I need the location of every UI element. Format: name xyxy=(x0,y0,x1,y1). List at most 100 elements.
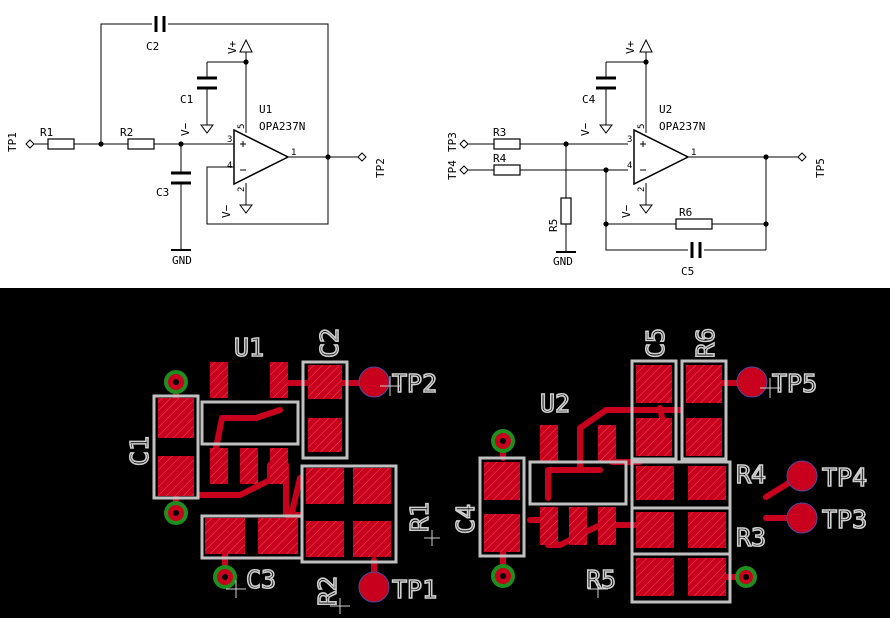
sch-label-u1: U1 xyxy=(259,103,272,116)
pcb-r3-pad-1 xyxy=(636,512,674,548)
sch-tp5-marker xyxy=(797,152,807,162)
pcb-c3-outline xyxy=(200,514,304,560)
pcb-tp5-pad xyxy=(736,366,768,398)
pcb-r2-pad-1 xyxy=(306,521,344,557)
pcb-c1-outline xyxy=(152,394,200,500)
sch-tp1-marker xyxy=(25,139,35,149)
sch-u1-pin3: 3 xyxy=(227,135,232,145)
sch-c3-plates xyxy=(171,171,191,185)
pcb-panel: U1 C2 TP2 C1 R1 C3 R2 TP1 U2 C5 R6 TP5 C… xyxy=(0,288,890,618)
sch-c4-vminus-arrow xyxy=(599,124,613,134)
sch-label-r2: R2 xyxy=(120,126,133,139)
sch-label-tp5: TP5 xyxy=(814,158,827,178)
pcb-c2-pad-1 xyxy=(308,365,342,399)
pcb-label-r3: R3 xyxy=(736,523,766,552)
pcb-label-c5: C5 xyxy=(641,328,670,358)
sch-label-u2-part: OPA237N xyxy=(659,120,705,133)
sch-label-r4: R4 xyxy=(493,152,507,165)
sch-u1-pin2: 2 xyxy=(237,187,247,192)
sch-u1-pin5: 5 xyxy=(237,124,247,129)
sch-u1-vminus-arrow xyxy=(239,204,253,214)
sch-label-tp4: TP4 xyxy=(446,160,459,180)
pcb-r6-outline xyxy=(680,359,728,461)
pcb-label-tp2: TP2 xyxy=(392,369,437,398)
sch-u2-vminus-arrow xyxy=(639,204,653,214)
sch-u2-vminus-bot-label: V− xyxy=(620,204,633,218)
pcb-c4-pad-2 xyxy=(484,514,520,552)
pcb-u1-pad-3 xyxy=(270,448,288,484)
pcb-c3-pad-2 xyxy=(258,518,298,554)
pcb-r1-pad-1 xyxy=(306,468,344,504)
pcb-u2-outline xyxy=(528,460,628,506)
pcb-label-tp1: TP1 xyxy=(392,575,437,604)
sch-u2-pin4: 4 xyxy=(627,161,632,171)
pcb-c2-outline xyxy=(301,360,349,460)
sch-u2-pin5: 5 xyxy=(637,124,647,129)
sch-r3-body xyxy=(493,138,521,150)
pcb-c1-pad-1 xyxy=(158,398,194,438)
sch-c1-vminus-arrow xyxy=(200,124,214,134)
pcb-tp4-pad xyxy=(786,460,818,492)
sch-label-c1: C1 xyxy=(180,93,193,106)
sch-u1-vplus-arrow xyxy=(239,38,253,53)
pcb-u1-pad-5 xyxy=(270,362,288,398)
sch-label-r3: R3 xyxy=(493,126,506,139)
pcb-r3-r4-r5-outline xyxy=(630,460,732,604)
sch-u1-pin1: 1 xyxy=(291,148,296,158)
pcb-c4-pad-1 xyxy=(484,462,520,500)
sch-u2-vminus-in-label: V− xyxy=(579,122,592,136)
sch-label-gnd-left: GND xyxy=(172,254,192,267)
pcb-label-tp3: TP3 xyxy=(822,505,867,534)
pcb-u2-pad-3 xyxy=(598,507,616,545)
pcb-label-u2: U2 xyxy=(540,389,570,418)
pcb-c1-pad-2 xyxy=(158,456,194,496)
pcb-r3-pad-2 xyxy=(688,512,726,548)
pcb-c5-outline xyxy=(630,359,678,461)
sch-c2-plates xyxy=(154,16,166,32)
pcb-r1-pad-2 xyxy=(353,468,391,504)
sch-u2-vplus-arrow xyxy=(639,38,653,53)
pcb-r4-pad-1 xyxy=(636,466,674,500)
pcb-c4-outline xyxy=(478,456,526,558)
sch-label-c5: C5 xyxy=(681,265,694,278)
pcb-label-r6: R6 xyxy=(691,328,720,358)
sch-label-tp3: TP3 xyxy=(446,132,459,152)
sch-label-c2: C2 xyxy=(146,40,159,53)
pcb-u2-pad-1 xyxy=(540,507,558,545)
pcb-r6-pad-2 xyxy=(686,418,722,456)
pcb-u1-pad-1 xyxy=(210,448,228,484)
pcb-via-r5 xyxy=(735,566,757,588)
sch-label-tp2: TP2 xyxy=(374,158,387,178)
sch-u1-opamp xyxy=(233,128,290,186)
pcb-via-c1-top xyxy=(164,370,188,394)
sch-c4-plates xyxy=(596,76,616,90)
pcb-r1-r2-outline xyxy=(300,464,398,564)
pcb-tp1-pad xyxy=(358,571,390,603)
sch-label-u1-part: OPA237N xyxy=(259,120,305,133)
pcb-u1-pad-2 xyxy=(240,448,258,484)
pcb-label-tp5: TP5 xyxy=(772,369,817,398)
pcb-label-c4: C4 xyxy=(451,504,480,534)
pcb-label-r4: R4 xyxy=(736,460,766,489)
pcb-label-tp4: TP4 xyxy=(822,463,867,492)
pcb-label-c1: C1 xyxy=(125,436,154,466)
pcb-c5-pad-2 xyxy=(636,418,672,456)
pcb-label-c2: C2 xyxy=(315,328,344,358)
pcb-u2-pad-2 xyxy=(569,507,587,545)
pcb-label-r1: R1 xyxy=(405,502,434,532)
pcb-tp3-pad xyxy=(786,502,818,534)
pcb-label-r5: R5 xyxy=(586,565,616,594)
sch-r5-body xyxy=(560,197,572,225)
pcb-via-c4-top xyxy=(491,429,515,453)
sch-u2-pin3: 3 xyxy=(627,135,632,145)
sch-r6-body xyxy=(675,218,713,230)
pcb-r5-pad-2 xyxy=(688,558,726,596)
pcb-via-c4-bottom xyxy=(491,564,515,588)
sch-label-tp1: TP1 xyxy=(6,132,19,152)
sch-label-u2: U2 xyxy=(659,103,672,116)
sch-label-r6: R6 xyxy=(679,206,692,219)
schematic-canvas: C2 C1 C3 R1 R2 U1 OPA237N GND 3 4 1 5 2 … xyxy=(6,16,827,278)
sch-u1-vplus-label: V+ xyxy=(226,40,239,54)
pcb-c5-pad-1 xyxy=(636,365,672,403)
sch-label-r5: R5 xyxy=(547,219,560,232)
